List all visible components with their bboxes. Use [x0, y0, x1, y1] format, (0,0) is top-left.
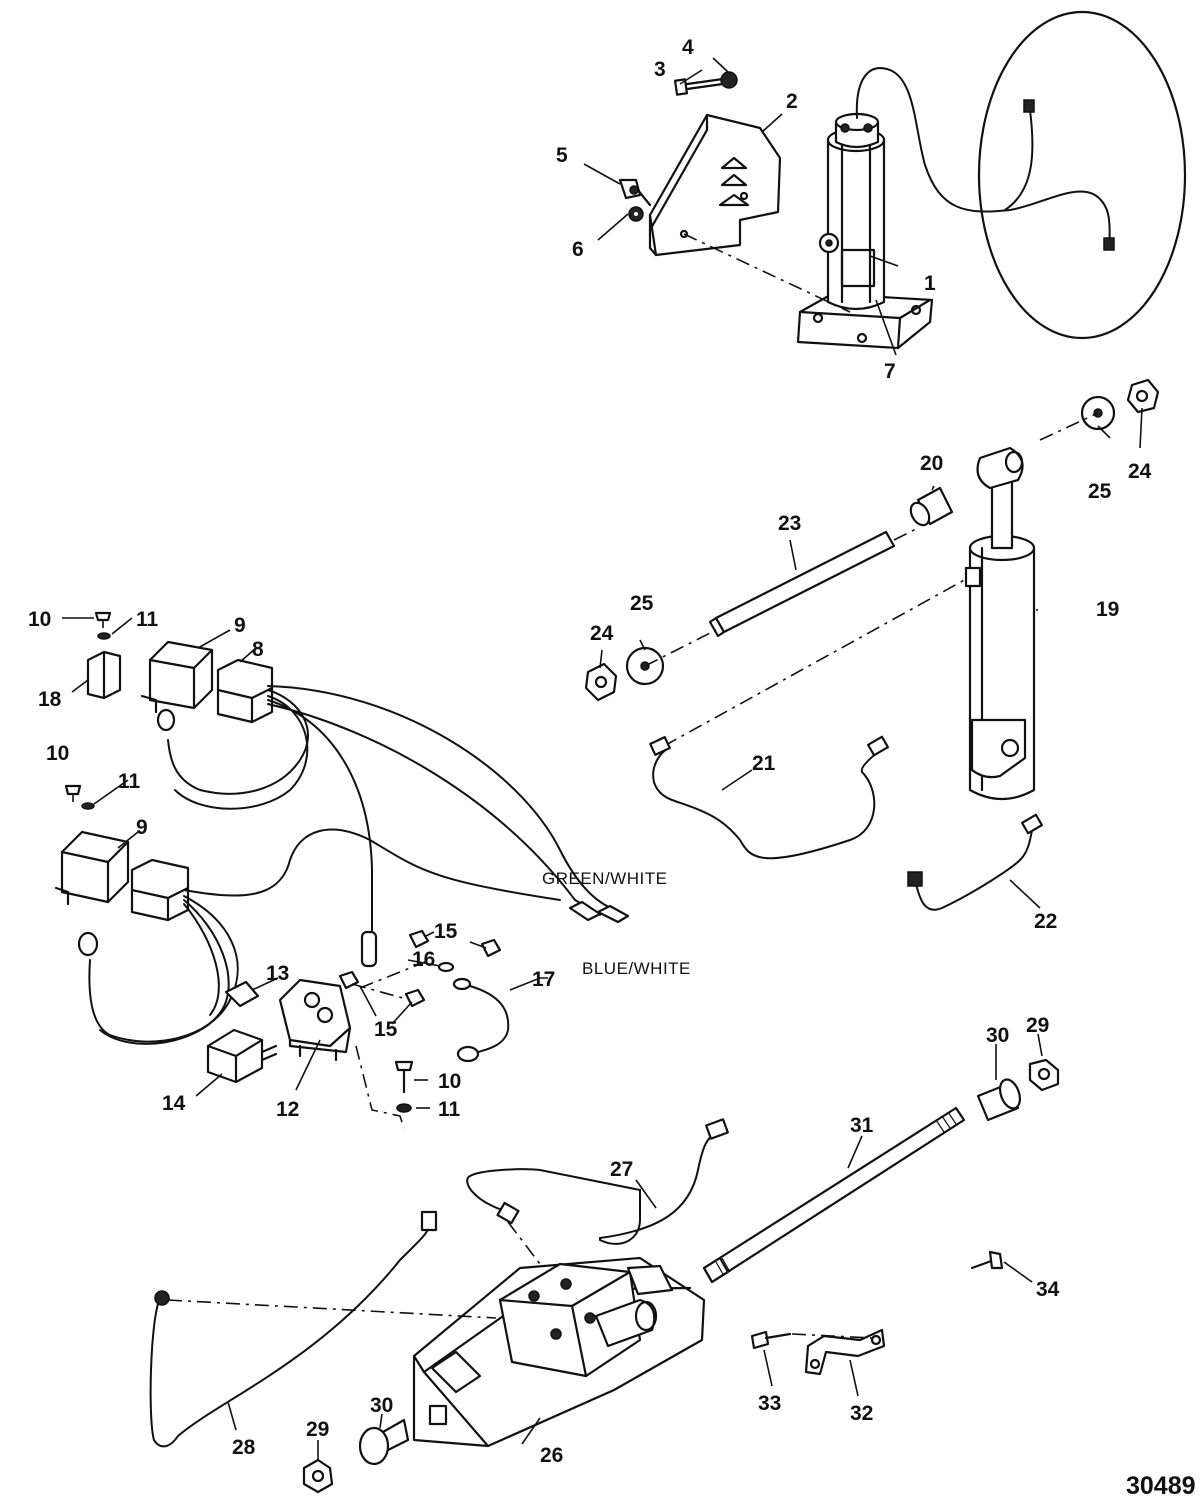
callout-16: 16 [412, 948, 435, 971]
callout-11a: 11 [136, 608, 159, 631]
callout-18: 18 [38, 688, 62, 711]
callout-33: 33 [758, 1392, 781, 1415]
callout-8: 8 [252, 638, 264, 661]
callout-28: 28 [232, 1436, 256, 1459]
callout-20: 20 [920, 452, 943, 475]
callout-4: 4 [682, 36, 694, 59]
callout-31: 31 [850, 1114, 874, 1137]
callout-10c: 10 [438, 1070, 461, 1093]
callout-13: 13 [266, 962, 289, 985]
callout-11c: 11 [438, 1098, 461, 1121]
callout-9a: 9 [234, 614, 246, 637]
callout-32: 32 [850, 1402, 873, 1425]
callout-24a: 24 [1128, 460, 1152, 483]
callout-29a: 29 [1026, 1014, 1049, 1037]
hydraulic-lines [649, 577, 1044, 911]
callout-15b: 15 [374, 1018, 398, 1041]
callout-labels: 1 2 3 4 5 6 7 8 9 9 10 10 10 11 11 11 12… [28, 36, 1152, 1467]
callout-30b: 30 [370, 1394, 393, 1417]
callout-21: 21 [752, 752, 776, 775]
callout-9b: 9 [136, 816, 148, 839]
callout-19: 19 [1096, 598, 1119, 621]
callout-27: 27 [610, 1158, 633, 1181]
wire-label-green-white: GREEN/WHITE [542, 869, 667, 888]
callout-29b: 29 [306, 1418, 329, 1441]
figure-number: 30489 [1126, 1472, 1196, 1500]
callout-6: 6 [572, 238, 584, 261]
callout-10a: 10 [28, 608, 51, 631]
pump-motor-assembly [796, 10, 1187, 350]
callout-17: 17 [532, 968, 555, 991]
callout-14: 14 [162, 1092, 186, 1115]
callout-26: 26 [540, 1444, 563, 1467]
callout-3: 3 [654, 58, 666, 81]
mounting-bracket-assembly [618, 71, 851, 313]
callout-23: 23 [778, 512, 801, 535]
leader-lines [62, 57, 1143, 1460]
circuit-breaker-assembly [206, 929, 510, 1129]
relay-harness-assembly [54, 611, 630, 1045]
callout-7: 7 [884, 360, 896, 383]
callout-11b: 11 [118, 770, 141, 793]
callout-15a: 15 [434, 920, 458, 943]
callout-2: 2 [786, 90, 798, 113]
valve-body-assembly [149, 1058, 1060, 1494]
callout-10b: 10 [46, 742, 69, 765]
callout-22: 22 [1034, 910, 1057, 933]
callout-5: 5 [556, 144, 568, 167]
callout-25a: 25 [1088, 480, 1112, 503]
callout-34: 34 [1036, 1278, 1060, 1301]
trim-cylinder-assembly [584, 378, 1160, 800]
callout-25b: 25 [630, 592, 654, 615]
callout-1: 1 [924, 272, 936, 295]
wire-label-blue-white: BLUE/WHITE [582, 959, 691, 978]
callout-12: 12 [276, 1098, 299, 1121]
callout-30a: 30 [986, 1024, 1009, 1047]
callout-24b: 24 [590, 622, 614, 645]
